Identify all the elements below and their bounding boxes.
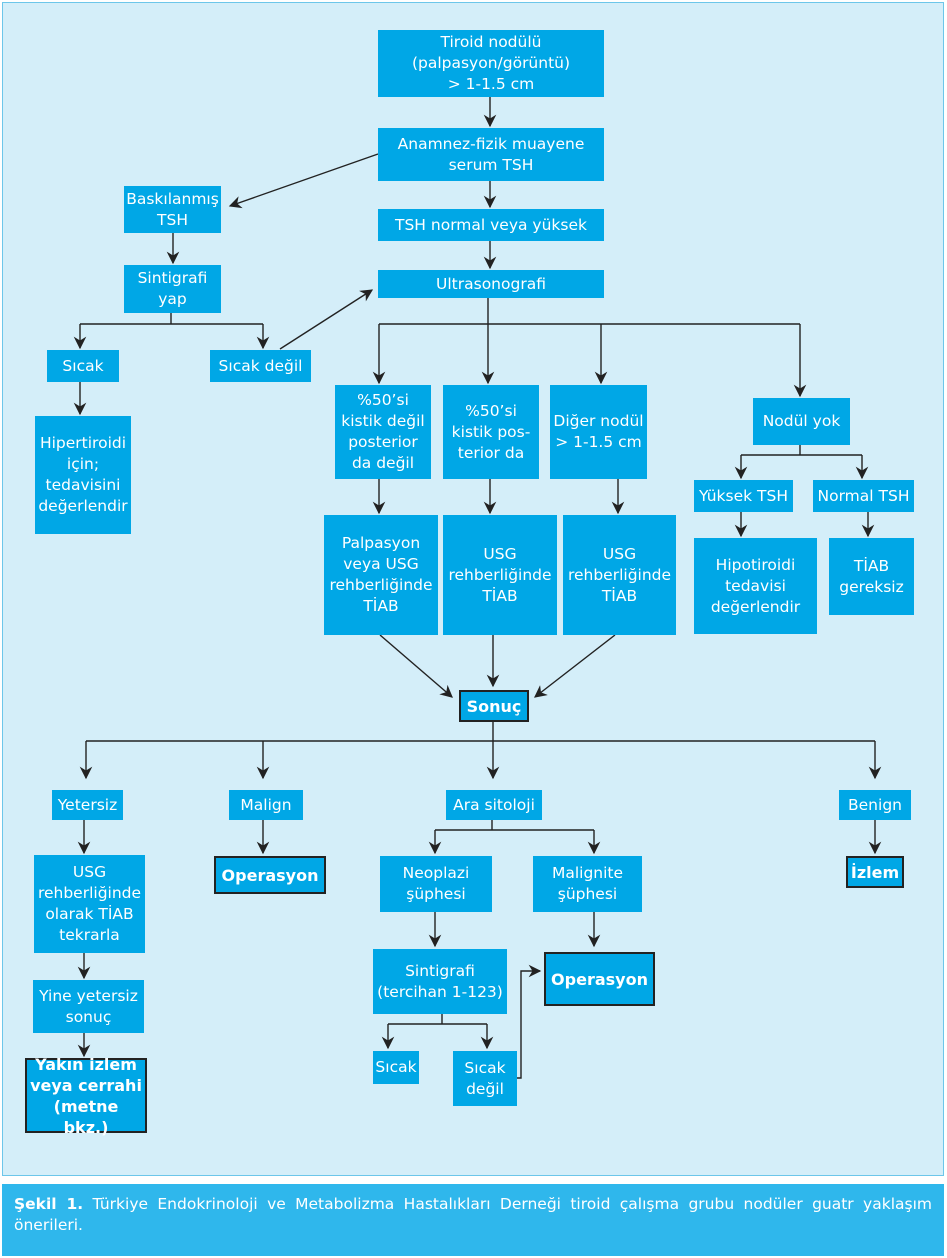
node-malignite: Malignite şüphesi xyxy=(533,856,642,912)
node-sintigrafi-yap: Sintigrafi yap xyxy=(124,265,221,313)
node-sicak-degil-1: Sıcak değil xyxy=(210,350,311,382)
node-yakin-izlem: Yakın izlem veya cerrahi (metne bkz.) xyxy=(25,1055,147,1137)
node-anamnez: Anamnez-fizik muayene serum TSH xyxy=(378,128,604,181)
node-tiab-gereksiz: TİAB gereksiz xyxy=(829,538,914,615)
node-kistik-degil: %50’si kistik değil posterior da değil xyxy=(335,385,431,479)
node-sonuc: Sonuç xyxy=(459,690,529,722)
node-ultrasonografi: Ultrasonografi xyxy=(378,270,604,298)
node-usg-tiab-1: USG rehberliğinde TİAB xyxy=(443,515,557,635)
node-operasyon-1: Operasyon xyxy=(214,856,326,894)
node-izlem: İzlem xyxy=(846,856,904,888)
node-hipertiroidi: Hipertiroidi için; tedavisini değerlendi… xyxy=(35,416,131,534)
node-sicak-2: Sıcak xyxy=(373,1051,419,1084)
node-baskilanmis-tsh: Baskılanmış TSH xyxy=(124,186,221,233)
node-yine-yetersiz: Yine yetersiz sonuç xyxy=(33,980,144,1033)
node-yetersiz: Yetersiz xyxy=(52,790,123,820)
node-hipotiroidi: Hipotiroidi tedavisi değerlendir xyxy=(694,538,817,634)
node-usg-tekrarla: USG rehberliğinde olarak TİAB tekrarla xyxy=(34,855,145,953)
node-benign: Benign xyxy=(839,790,911,820)
node-malign: Malign xyxy=(229,790,303,820)
node-operasyon-2: Operasyon xyxy=(544,952,655,1006)
node-tsh-normal: TSH normal veya yüksek xyxy=(378,209,604,241)
caption-text: Türkiye Endokrinoloji ve Metabolizma Has… xyxy=(14,1195,932,1234)
node-neoplazi: Neoplazi şüphesi xyxy=(380,856,492,912)
node-normal-tsh: Normal TSH xyxy=(813,480,914,512)
node-palpasyon-usg: Palpasyon veya USG rehberliğinde TİAB xyxy=(324,515,438,635)
caption-label: Şekil 1. xyxy=(14,1195,84,1213)
node-sicak-degil-2: Sıcak değil xyxy=(453,1051,517,1106)
node-usg-tiab-2: USG rehberliğinde TİAB xyxy=(563,515,676,635)
node-kistik-posterior: %50’si kistik pos- terior da xyxy=(443,385,539,479)
node-tiroid-nodulu: Tiroid nodülü (palpasyon/görüntü) > 1-1.… xyxy=(378,30,604,97)
figure-caption: Şekil 1. Türkiye Endokrinoloji ve Metabo… xyxy=(2,1184,944,1256)
node-ara-sitoloji: Ara sitoloji xyxy=(446,790,542,820)
node-nodul-yok: Nodül yok xyxy=(753,398,850,445)
node-sintigrafi-tercihan: Sintigrafi (tercihan 1-123) xyxy=(373,949,507,1014)
node-diger-nodul: Diğer nodül > 1-1.5 cm xyxy=(550,385,647,479)
node-yuksek-tsh: Yüksek TSH xyxy=(694,480,793,512)
node-sicak-1: Sıcak xyxy=(47,350,119,382)
